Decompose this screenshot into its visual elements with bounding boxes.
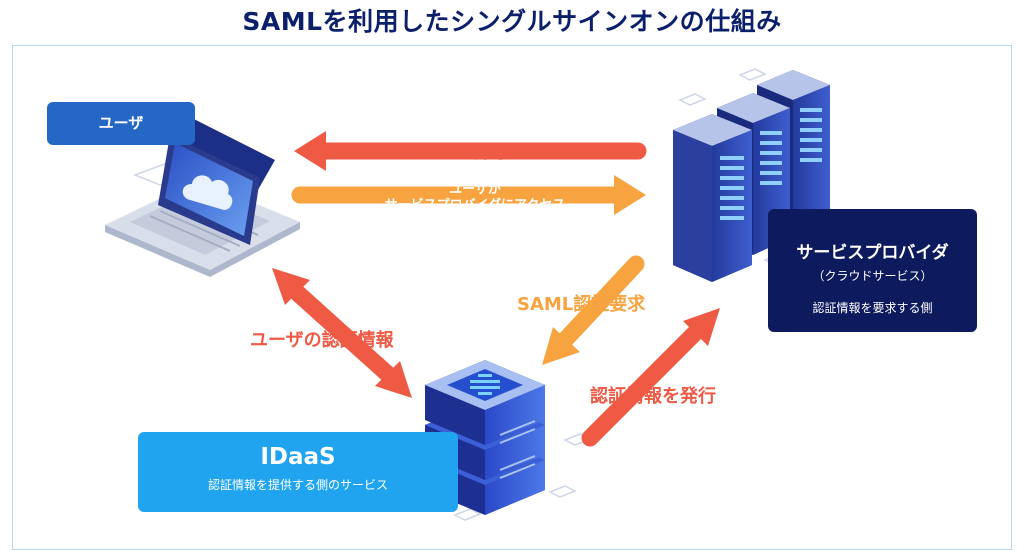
login-permit-label: ログインを許可	[394, 143, 507, 162]
arrow-issue-credentials	[581, 308, 720, 447]
user-label-box: ユーザ	[47, 102, 195, 145]
saml-request-label: SAML認証要求	[517, 294, 646, 315]
idaas-title: IDaaS	[260, 444, 336, 470]
server-rack-icon	[673, 70, 830, 282]
arrow-user-access	[291, 175, 646, 215]
service-provider-subtitle: （クラウドサービス）	[812, 269, 933, 283]
service-provider-title: サービスプロバイダ	[796, 243, 949, 263]
arrow-user-credentials	[272, 268, 412, 398]
arrow-login-permit	[294, 131, 647, 171]
issue-credentials-label: 認証情報を発行	[590, 386, 716, 407]
page-title: SAMLを利用したシングルサインオンの仕組み	[242, 7, 782, 36]
idaas-description: 認証情報を提供する側のサービス	[207, 478, 388, 492]
access-label-line2: サービスプロバイダにアクセス	[384, 198, 566, 213]
idaas-box: IDaaS 認証情報を提供する側のサービス	[138, 432, 458, 512]
service-provider-description: 認証情報を要求する側	[812, 301, 933, 315]
user-credentials-label: ユーザの認証情報	[250, 330, 394, 351]
access-label-line1: ユーザが	[449, 182, 501, 197]
user-label: ユーザ	[98, 114, 144, 132]
arrow-saml-request	[542, 255, 645, 365]
service-provider-box: サービスプロバイダ （クラウドサービス） 認証情報を要求する側	[768, 209, 977, 332]
